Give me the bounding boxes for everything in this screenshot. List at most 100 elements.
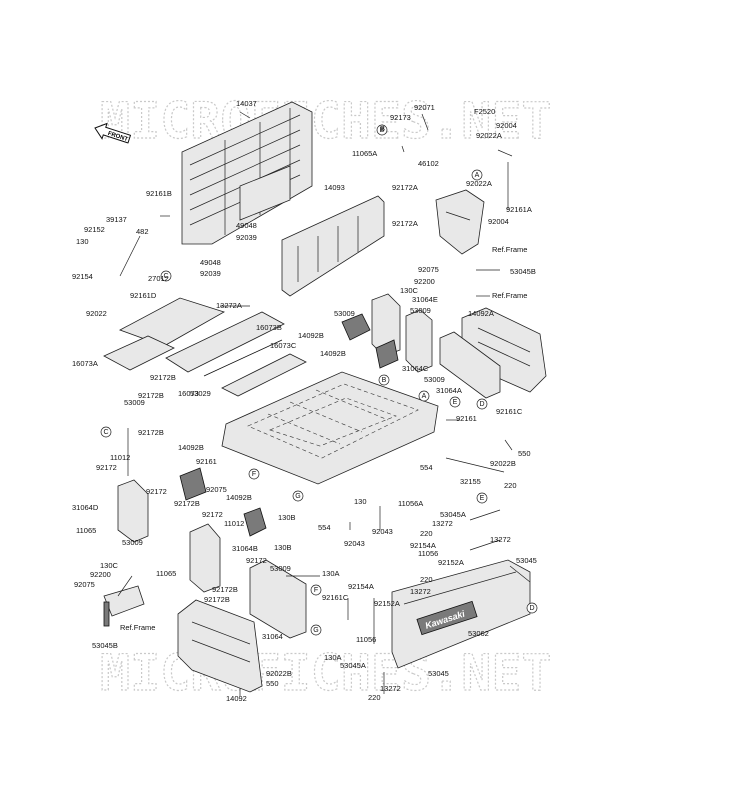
callout: D xyxy=(529,605,534,612)
part-number-label: 13272 xyxy=(410,587,431,596)
part-number-label: 31064A xyxy=(436,386,462,395)
part-number-label: 11065A xyxy=(352,149,377,158)
part-number-label: 92075 xyxy=(206,485,227,494)
part-number-label: 130 xyxy=(76,237,89,246)
part-number-label: 92152A xyxy=(438,558,464,567)
part-number-label: 11056 xyxy=(356,635,376,644)
part-number-label: 31064D xyxy=(72,503,99,512)
part-number-label: 92161D xyxy=(130,291,157,300)
part-number-label: 92172B xyxy=(204,595,230,604)
callout: C xyxy=(103,429,108,436)
part-number-label: 16073B xyxy=(256,323,282,332)
part-number-label: 14092B xyxy=(298,331,324,340)
part-number-label: 92152A xyxy=(374,599,400,608)
part-number-label: 130 xyxy=(354,497,367,506)
part-number-label: 53009 xyxy=(124,398,145,407)
part-number-label: 16073C xyxy=(270,341,297,350)
ref-frame-label: Ref.Frame xyxy=(492,291,527,300)
part-number-label: 554 xyxy=(420,463,433,472)
part-number-label: 14092B xyxy=(178,443,204,452)
part-number-label: 13272 xyxy=(432,519,453,528)
front-panel-14093 xyxy=(281,195,385,297)
callout: D xyxy=(479,401,484,408)
part-number-label: 482 xyxy=(136,227,149,236)
part-number-label: 92152 xyxy=(84,225,105,234)
callout: B xyxy=(380,127,385,134)
hinge-plates xyxy=(341,293,501,399)
part-number-label: 92172A xyxy=(392,183,418,192)
leader-lines xyxy=(117,111,531,696)
part-number-label: 550 xyxy=(266,679,279,688)
part-number-label: 92075 xyxy=(74,580,95,589)
callout: F xyxy=(252,471,256,478)
part-number-label: 14092A xyxy=(468,309,494,318)
callout: A xyxy=(475,172,480,179)
part-number-label: 53029 xyxy=(190,389,211,398)
part-number-label: 14092 xyxy=(226,694,247,703)
part-number-label: 92172B xyxy=(174,499,200,508)
part-number-label: 14092B xyxy=(320,349,346,358)
part-number-label: 53009 xyxy=(424,375,445,384)
part-number-label: 13272A xyxy=(216,301,242,310)
part-number-label: 92161A xyxy=(506,205,532,214)
part-number-label: 554 xyxy=(318,523,331,532)
part-number-label: 92022B xyxy=(490,459,516,468)
part-number-label: 11056 xyxy=(418,549,438,558)
part-number-label: 92075 xyxy=(418,265,439,274)
part-number-label: 14093 xyxy=(324,183,345,192)
part-number-label: 130B xyxy=(274,543,292,552)
part-number-label: 92154 xyxy=(72,272,93,281)
callout: E xyxy=(480,495,485,502)
part-number-label: 27012 xyxy=(148,274,169,283)
callout: G xyxy=(313,627,318,634)
part-number-label: 14037 xyxy=(236,99,257,108)
part-number-label: 11065 xyxy=(156,569,176,578)
part-number-label: 130C xyxy=(400,286,419,295)
callout-circles: B A C B A E D C F G E F D G xyxy=(100,124,538,636)
part-number-label: 220 xyxy=(420,575,433,584)
part-number-label: 92154A xyxy=(348,582,374,591)
callout: A xyxy=(422,393,427,400)
floor-mats xyxy=(103,297,307,397)
part-number-label: 31064E xyxy=(412,295,438,304)
part-number-label: 92200 xyxy=(90,570,111,579)
part-number-label: 11065 xyxy=(76,526,96,535)
part-number-label: 92154A xyxy=(410,541,436,550)
part-number-label: 92200 xyxy=(414,277,435,286)
part-number-label: 53045 xyxy=(428,669,449,678)
ref-frame-label: Ref.Frame xyxy=(120,623,155,632)
callout: C xyxy=(163,273,168,280)
part-number-label: 13272 xyxy=(380,684,401,693)
ref-frame-label: Ref.Frame xyxy=(492,245,527,254)
part-number-label: 46102 xyxy=(418,159,439,168)
part-number-label: 32155 xyxy=(460,477,481,486)
part-number-label: 11012 xyxy=(224,519,244,528)
part-number-label: 53009 xyxy=(410,306,431,315)
part-number-label: 130A xyxy=(322,569,340,578)
part-number-label: 92172B xyxy=(138,428,164,437)
part-number-label: 11012 xyxy=(110,453,130,462)
part-number-label: 92022B xyxy=(266,669,292,678)
left-side-hinges xyxy=(117,467,307,639)
part-number-label: 49048 xyxy=(200,258,221,267)
right-frame-bracket xyxy=(435,189,485,255)
part-number-label: F2520 xyxy=(474,107,495,116)
callout: E xyxy=(453,399,458,406)
part-number-label: 49048 xyxy=(236,221,257,230)
part-number-label: 92172B xyxy=(150,373,176,382)
part-number-label: 53009 xyxy=(270,564,291,573)
left-latch xyxy=(103,585,145,627)
part-number-label: 39137 xyxy=(106,215,127,224)
part-number-label: 92039 xyxy=(236,233,257,242)
part-number-label: 92022 xyxy=(86,309,107,318)
part-number-label: 92043 xyxy=(344,539,365,548)
part-number-label: 53009 xyxy=(122,538,143,547)
part-number-label: 92172 xyxy=(96,463,117,472)
part-number-label: 92161 xyxy=(456,414,477,423)
part-number-label: 220 xyxy=(504,481,517,490)
cargo-bed-floor xyxy=(221,371,439,485)
part-number-label: 550 xyxy=(518,449,531,458)
part-number-label: 14092B xyxy=(226,493,252,502)
